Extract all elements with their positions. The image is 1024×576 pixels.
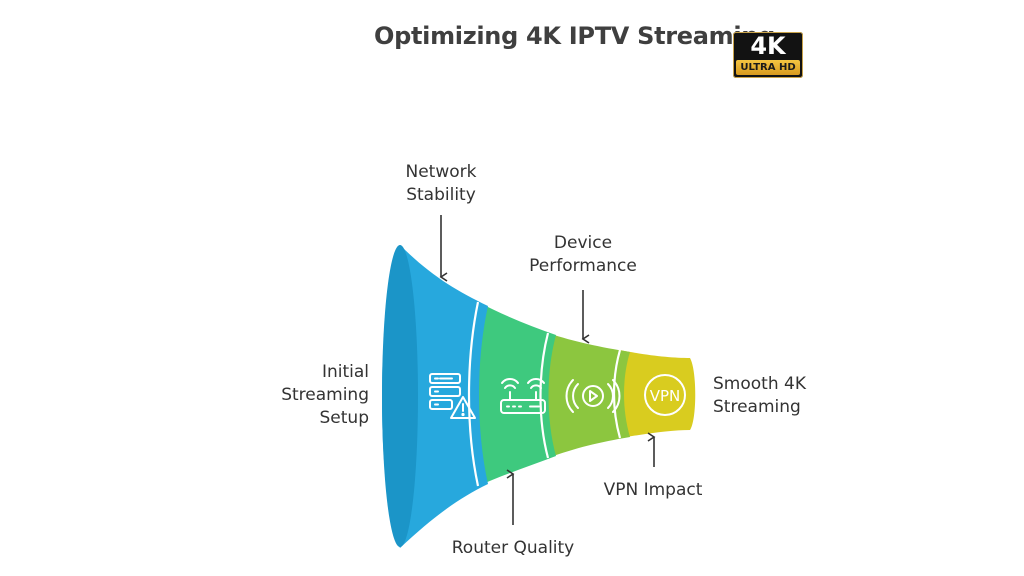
funnel-segment-router — [469, 302, 556, 486]
badge-4k-text: 4K — [750, 32, 786, 60]
server-warning-icon — [429, 373, 476, 419]
label-router-quality: Router Quality — [451, 538, 575, 558]
stage-arrows — [439, 215, 656, 525]
funnel-segment-vpn — [614, 350, 696, 438]
4k-ultra-hd-badge: 4K ULTRA HD — [733, 32, 803, 78]
router-wifi-icon — [500, 378, 546, 414]
label-initial-streaming-setup: Initial Streaming Setup — [281, 362, 369, 428]
page-title: Optimizing 4K IPTV Streaming — [374, 22, 775, 50]
label-network-stability: Network Stability — [405, 162, 477, 205]
label-vpn-impact: VPN Impact — [603, 480, 703, 500]
vpn-icon: VPN — [644, 374, 686, 416]
title-bar: Optimizing 4K IPTV Streaming 4K ULTRA HD — [0, 20, 1024, 78]
vpn-icon-text: VPN — [650, 387, 681, 405]
label-device-performance: Device Performance — [529, 233, 637, 276]
funnel-mouth — [382, 245, 418, 547]
funnel-segment-device — [540, 333, 630, 458]
play-broadcast-icon — [565, 379, 621, 413]
badge-ultra-hd-text: ULTRA HD — [736, 60, 800, 75]
label-smooth-4k-streaming: Smooth 4K Streaming — [713, 374, 806, 417]
segment-dividers — [467, 301, 622, 487]
